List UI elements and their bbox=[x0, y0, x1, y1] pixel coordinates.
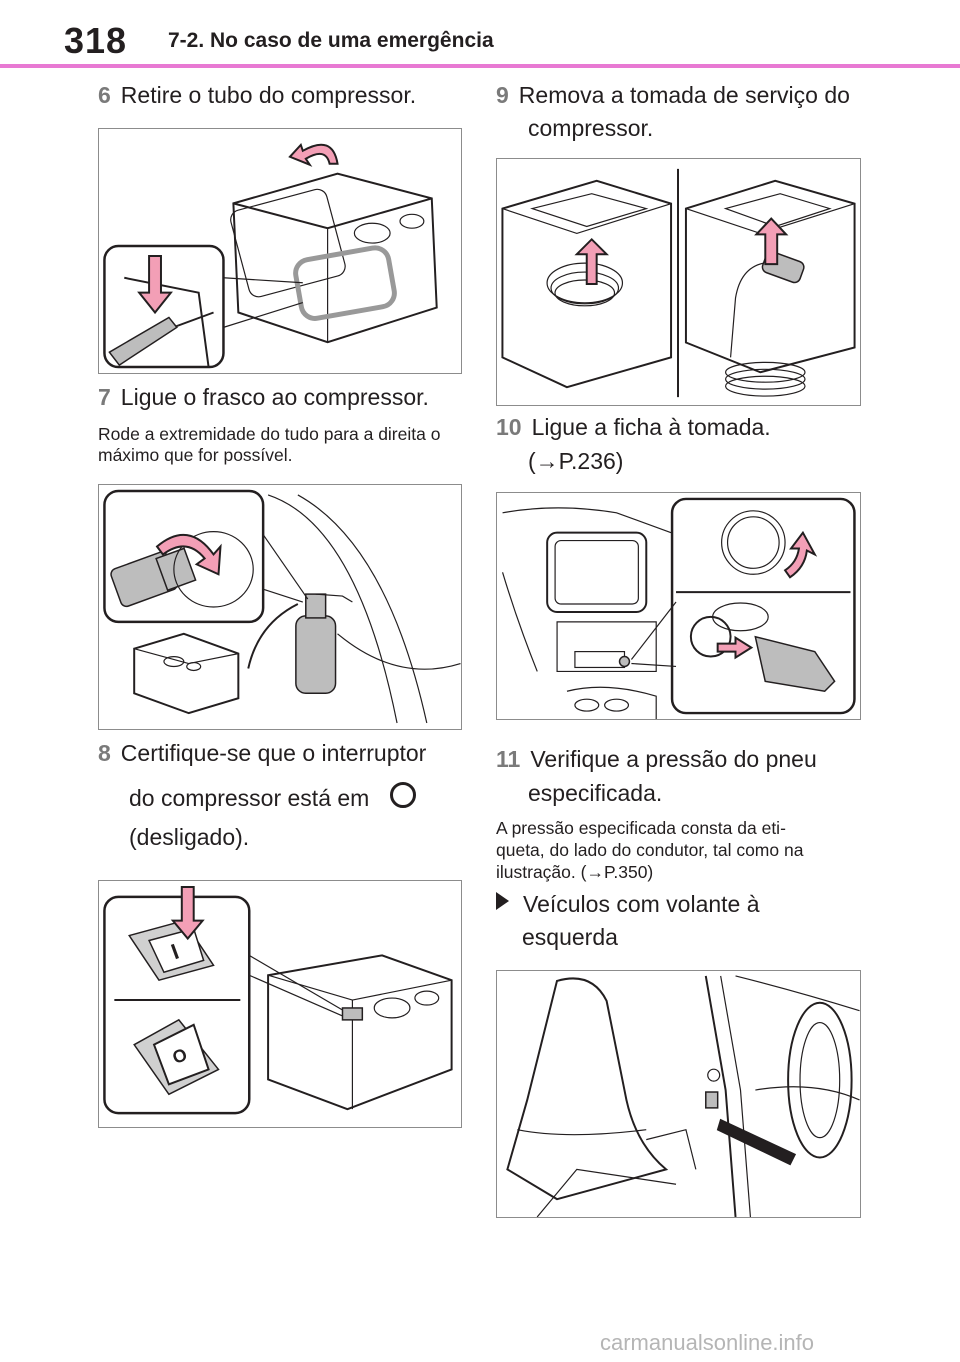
step-11-line2: especificada. bbox=[528, 780, 663, 806]
figure-switch-off: I O bbox=[98, 880, 462, 1128]
step-text-line1: Verifique a pressão do pneu bbox=[530, 746, 817, 772]
bullet-triangle-icon bbox=[496, 892, 509, 910]
step-text: Retire o tubo do compressor. bbox=[120, 82, 417, 108]
step-11-note-line1: A pressão especificada consta da eti- bbox=[496, 818, 786, 838]
step-10: 10 Ligue a ficha à tomada. bbox=[496, 410, 771, 444]
step-text-line1: Remova a tomada de serviço do bbox=[518, 82, 850, 108]
step-text-line1: Certifique-se que o interruptor bbox=[120, 740, 427, 766]
variant-line1: Veículos com volante à bbox=[523, 891, 760, 917]
step-8-line2: do compressor está em bbox=[129, 781, 416, 815]
section-title: 7-2. No caso de uma emergência bbox=[168, 29, 494, 52]
step-number: 6 bbox=[98, 82, 111, 108]
figure-plug-socket bbox=[496, 492, 861, 720]
step-10-reference[interactable]: (→P.236) bbox=[528, 448, 624, 474]
variant-line2: esquerda bbox=[522, 924, 618, 950]
step-11-note-reference[interactable]: ilustração. (→P.350) bbox=[496, 862, 654, 882]
step-text-line2: do compressor está em bbox=[129, 785, 370, 811]
step-number: 9 bbox=[496, 82, 509, 108]
figure-remove-socket bbox=[496, 158, 861, 406]
header-rule bbox=[0, 64, 960, 68]
step-9-line2: compressor. bbox=[528, 115, 654, 141]
figure-remove-hose bbox=[98, 128, 462, 374]
step-9: 9 Remova a tomada de serviço do bbox=[496, 78, 850, 112]
step-11-note-line2: queta, do lado do condutor, tal como na bbox=[496, 840, 804, 860]
step-number: 11 bbox=[496, 746, 521, 772]
step-number: 10 bbox=[496, 414, 522, 440]
step-number: 8 bbox=[98, 740, 111, 766]
variant-heading: Veículos com volante à bbox=[496, 887, 760, 921]
step-number: 7 bbox=[98, 384, 111, 410]
step-7: 7 Ligue o frasco ao compressor. bbox=[98, 380, 429, 414]
step-text: Ligue o frasco ao compressor. bbox=[120, 384, 429, 410]
figure-connect-bottle bbox=[98, 484, 462, 730]
step-11: 11 Verifique a pressão do pneu bbox=[496, 742, 817, 776]
step-7-note: Rode a extremidade do tudo para a direit… bbox=[98, 424, 441, 465]
footer-watermark[interactable]: carmanualsonline.info bbox=[600, 1330, 815, 1355]
step-8: 8 Certifique-se que o interruptor bbox=[98, 736, 426, 770]
figure-tire-label bbox=[496, 970, 861, 1218]
step-8-line3: (desligado). bbox=[129, 824, 250, 850]
step-6: 6 Retire o tubo do compressor. bbox=[98, 78, 416, 112]
page-number: 318 bbox=[64, 20, 128, 61]
step-text-line1: Ligue a ficha à tomada. bbox=[531, 414, 771, 440]
off-symbol-icon bbox=[389, 782, 416, 808]
